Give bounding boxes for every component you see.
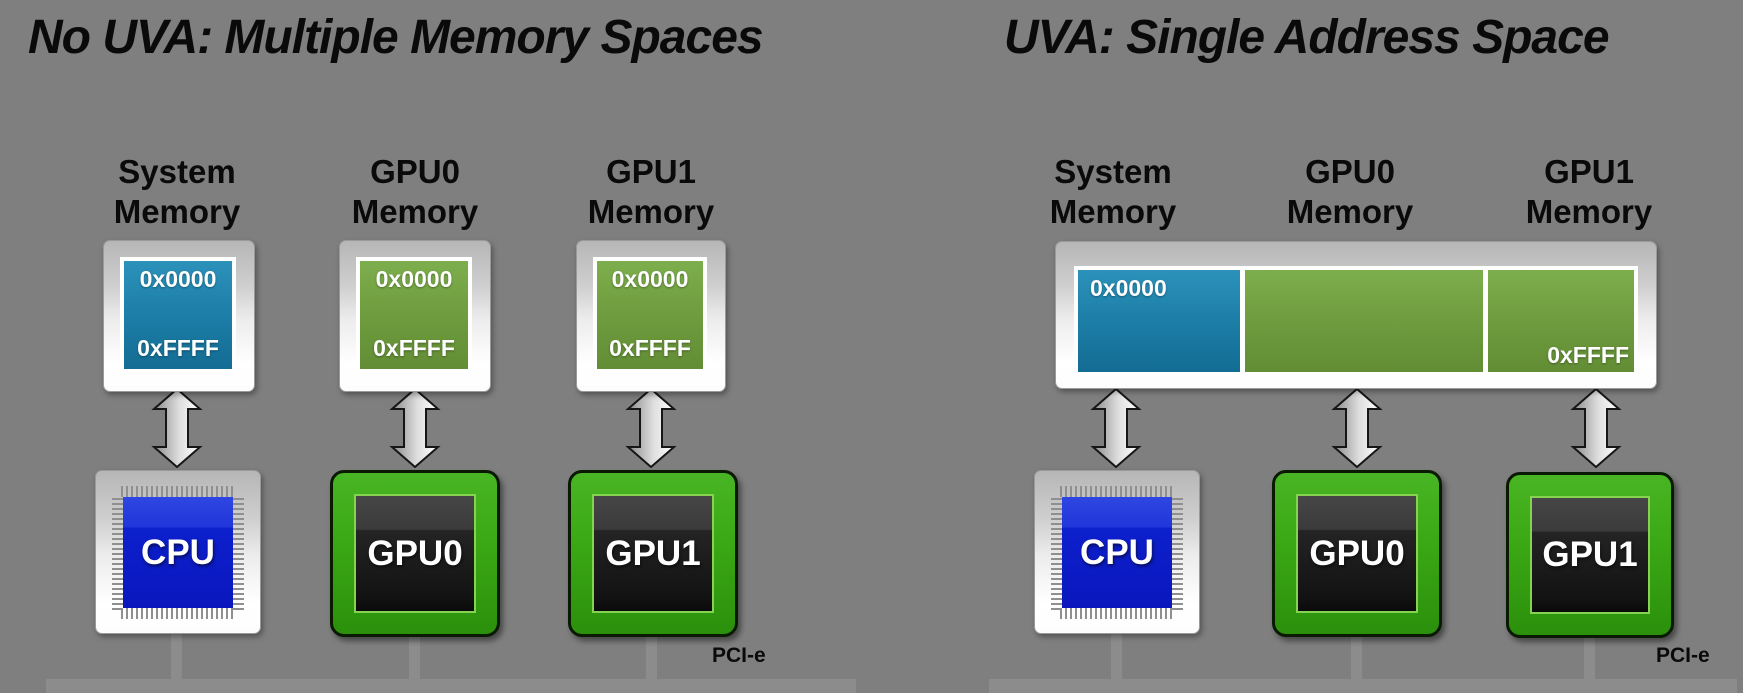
gpu0-chip: GPU0	[1272, 470, 1442, 637]
gpu1-memory-box: 0x0000 0xFFFF	[576, 240, 726, 392]
gpu0-memory-range: 0x0000 0xFFFF	[356, 257, 472, 373]
unified-memory-bar: 0x0000 0xFFFF	[1055, 241, 1657, 389]
gpu0-die: GPU0	[1296, 494, 1418, 613]
gpu1-die: GPU1	[592, 494, 714, 613]
double-arrow-icon	[151, 388, 203, 468]
left-panel-title: No UVA: Multiple Memory Spaces	[28, 11, 764, 64]
addr-end: 0xFFFF	[137, 335, 219, 361]
bus-stub	[1111, 614, 1122, 680]
bus-stub	[646, 614, 657, 680]
cpu-label: CPU	[1080, 532, 1154, 572]
pcie-label: PCI-e	[1656, 644, 1710, 667]
cpu-die: CPU	[1062, 497, 1172, 608]
bus-stub	[409, 614, 420, 680]
gpu1-label: GPU1	[1542, 535, 1638, 574]
gpu1-memory-range: 0x0000 0xFFFF	[593, 257, 707, 373]
gpu1-label: GPU1	[605, 533, 701, 573]
unified-memory-segments: 0x0000 0xFFFF	[1074, 266, 1638, 376]
cpu-label: CPU	[141, 532, 215, 572]
label-gpu0-memory: GPU0 Memory	[351, 153, 479, 231]
gpu0-die: GPU0	[354, 494, 476, 613]
gpu1-memory-segment: 0xFFFF	[1488, 270, 1634, 372]
addr-end: 0xFFFF	[373, 335, 455, 361]
gpu0-label: GPU0	[1309, 533, 1405, 573]
addr-end: 0xFFFF	[609, 335, 691, 361]
cpu-pins: CPU	[112, 486, 244, 619]
bus-stub	[171, 614, 182, 680]
gpu0-memory-segment	[1245, 270, 1483, 372]
system-memory-range: 0x0000 0xFFFF	[120, 257, 236, 373]
gpu0-label: GPU0	[367, 533, 463, 573]
label-gpu1-memory: GPU1 Memory	[1525, 153, 1653, 231]
system-memory-segment: 0x0000	[1078, 270, 1240, 372]
cpu-chip: CPU	[1034, 470, 1200, 634]
pcie-bus-line	[989, 679, 1737, 693]
cpu-die: CPU	[123, 497, 233, 608]
double-arrow-icon	[1090, 388, 1142, 468]
label-gpu1-memory: GPU1 Memory	[587, 153, 715, 231]
bus-stub	[1584, 614, 1595, 680]
gpu1-die: GPU1	[1530, 496, 1650, 614]
gpu1-chip: GPU1	[568, 470, 738, 637]
pcie-label: PCI-e	[712, 644, 766, 667]
label-system-memory: System Memory	[1049, 153, 1177, 231]
double-arrow-icon	[1570, 388, 1622, 468]
cpu-pins: CPU	[1051, 486, 1183, 619]
right-panel-title: UVA: Single Address Space	[1004, 11, 1610, 64]
cpu-chip: CPU	[95, 470, 261, 634]
system-memory-box: 0x0000 0xFFFF	[103, 240, 255, 392]
addr-start: 0x0000	[1090, 275, 1167, 301]
addr-start: 0x0000	[611, 266, 689, 292]
addr-start: 0x0000	[375, 266, 453, 292]
gpu0-memory-box: 0x0000 0xFFFF	[339, 240, 491, 392]
addr-start: 0x0000	[139, 266, 217, 292]
bus-stub	[1351, 614, 1362, 680]
double-arrow-icon	[625, 388, 677, 468]
label-gpu0-memory: GPU0 Memory	[1286, 153, 1414, 231]
double-arrow-icon	[389, 388, 441, 468]
gpu1-chip: GPU1	[1506, 472, 1674, 638]
gpu0-chip: GPU0	[330, 470, 500, 637]
addr-end: 0xFFFF	[1547, 342, 1629, 368]
double-arrow-icon	[1331, 388, 1383, 468]
pcie-bus-line	[46, 679, 856, 693]
label-system-memory: System Memory	[113, 153, 241, 231]
